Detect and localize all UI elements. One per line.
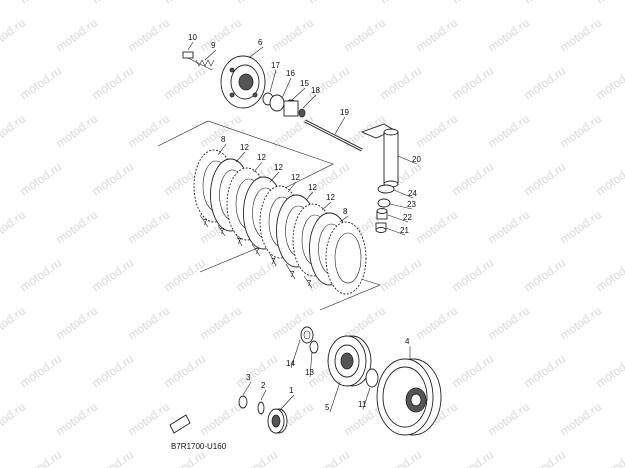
callout-label: 7 [255, 247, 260, 256]
circlip-part [365, 368, 379, 388]
callout-leader-line [204, 49, 217, 61]
callout-label: 11 [358, 400, 367, 409]
callout-label: 5 [325, 403, 330, 412]
callout-label: 7 [220, 227, 225, 236]
callout-leader-line [285, 263, 296, 280]
washer-stack-parts [375, 184, 395, 233]
callout-label: 7 [290, 270, 295, 279]
callout-leader-line [397, 155, 418, 165]
callout-leader-line [249, 46, 264, 58]
callout-label: 7 [237, 237, 242, 246]
callout-leader-line [269, 69, 277, 93]
callout-label: 21 [400, 226, 409, 235]
callout-label: 2 [261, 381, 266, 390]
callout-leader-line [339, 215, 349, 223]
bolt-part [182, 51, 215, 71]
callout-label: 16 [286, 69, 295, 78]
callout-label: 9 [211, 41, 216, 50]
friction-plate [325, 221, 367, 295]
callout-label: 1 [289, 386, 294, 395]
small-parts-cluster [262, 92, 306, 118]
callout-leader-line [217, 224, 226, 237]
callout-label: 6 [258, 38, 263, 47]
callout-leader-line [291, 87, 306, 101]
callout-leader-line [187, 41, 194, 51]
callout-label: 18 [311, 86, 320, 95]
callout-label: 8 [343, 207, 348, 216]
diagram-code: B7R1700-U160 [171, 442, 227, 451]
callout-leader-line [302, 94, 317, 109]
callout-label: 8 [221, 135, 226, 144]
callout-label: 20 [412, 155, 421, 164]
callout-leader-line [334, 116, 346, 135]
callout-label: 12 [240, 143, 249, 152]
callout-leaders [187, 41, 418, 413]
callout-leader-line [385, 227, 406, 236]
callout-leader-line [321, 201, 332, 211]
callout-leader-line [199, 214, 209, 228]
callout-label: 19 [340, 108, 349, 117]
callout-label: 12 [308, 183, 317, 192]
callout-leader-line [269, 253, 277, 267]
callout-label: 3 [246, 373, 251, 382]
callout-leader-line [281, 77, 292, 99]
friction-plate-stack [193, 149, 367, 295]
plate-inner-ring [334, 232, 362, 284]
callout-leader-line [303, 275, 313, 289]
callout-leader-line [389, 203, 413, 210]
callout-leader-line [235, 151, 246, 163]
callout-leader-line [235, 233, 243, 247]
callout-label: 12 [274, 163, 283, 172]
callout-leader-line [269, 171, 280, 183]
callout-label: 15 [300, 79, 309, 88]
callout-label: 23 [407, 200, 416, 209]
callout-leader-line [309, 351, 313, 378]
callout-label: 12 [257, 153, 266, 162]
callout-label: 7 [203, 218, 208, 227]
callout-leader-line [242, 381, 252, 396]
callout-leader-line [362, 387, 371, 410]
callout-leader-line [393, 189, 414, 199]
callout-leader-line [279, 394, 295, 411]
push-rod-part [304, 119, 363, 152]
gear-and-washers-parts [238, 395, 288, 434]
callout-leader-line [253, 161, 263, 173]
callout-leader-line [290, 339, 301, 369]
clutch-housing-part [376, 358, 442, 436]
callout-label: 12 [291, 173, 300, 182]
callout-label: 7 [307, 279, 312, 288]
callout-label: 14 [286, 359, 295, 368]
callout-label: 12 [326, 193, 335, 202]
push-lever-shaft-part [360, 123, 399, 188]
front-arrow-icon [169, 414, 191, 434]
callout-leader-line [217, 143, 227, 156]
pressure-plate-part [220, 55, 266, 109]
callout-label: 17 [271, 61, 280, 70]
callout-label: 24 [408, 189, 417, 198]
clutch-boss-part [327, 335, 372, 387]
thrust-washer-parts [300, 326, 319, 354]
callout-label: 10 [188, 33, 197, 42]
callout-leader-line [387, 214, 409, 223]
callout-label: 4 [405, 337, 410, 346]
callout-label: 7 [271, 257, 276, 266]
callout-leader-line [329, 381, 341, 413]
callout-label: 13 [305, 368, 314, 377]
callout-leader-line [287, 181, 297, 193]
callout-leader-line [251, 243, 261, 257]
callout-leader-line [305, 191, 314, 201]
callout-leader-line [260, 389, 267, 401]
callout-label: 22 [403, 213, 412, 222]
